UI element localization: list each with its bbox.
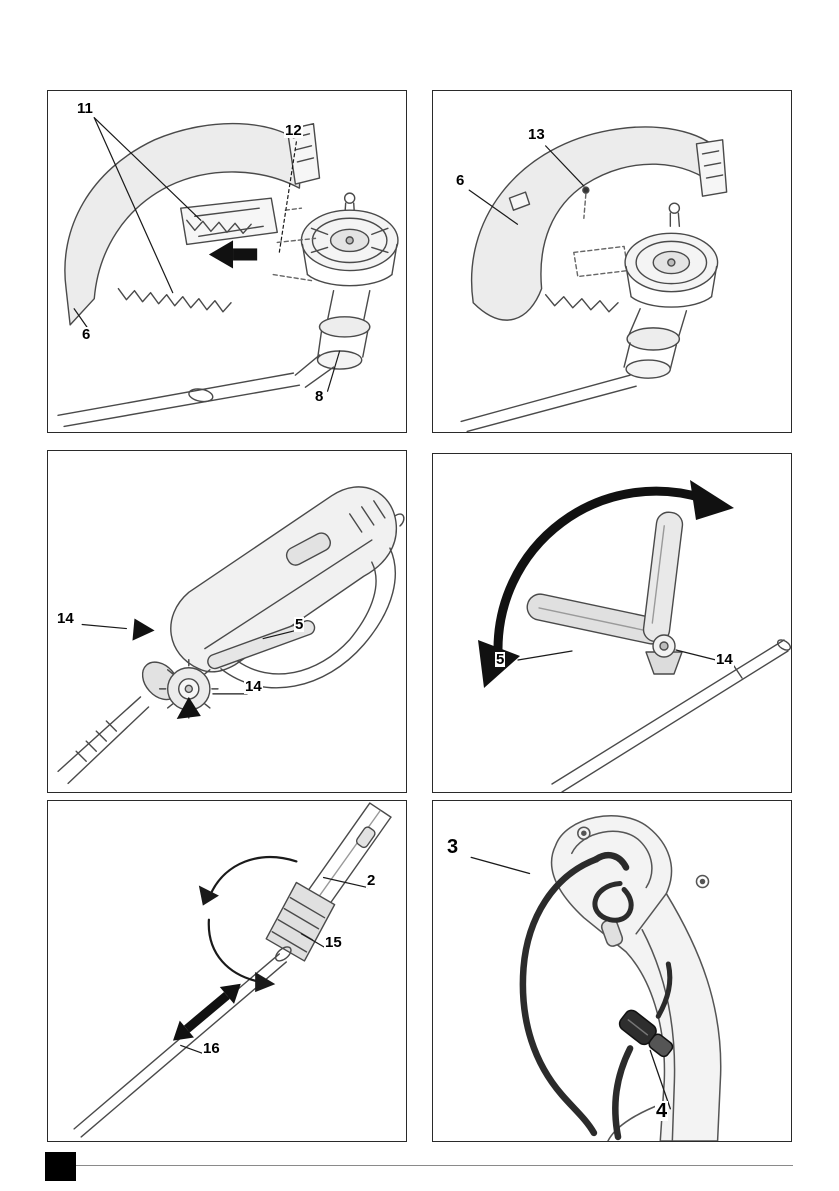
shaft-grip	[57, 696, 150, 785]
callout-16: 16	[202, 1040, 221, 1057]
boom-shaft	[551, 639, 791, 792]
lower-shaft	[73, 946, 292, 1138]
clamp-assembly	[141, 659, 219, 719]
callout-12: 12	[284, 122, 303, 139]
lock-collar	[265, 881, 336, 962]
leader-lines	[180, 876, 369, 1055]
panel-telescopic-shaft: 2 15 16	[47, 800, 407, 1142]
panel-handle-clamp: 14 5 14	[47, 450, 407, 793]
press-arrows	[132, 618, 201, 720]
power-cord	[519, 851, 673, 1141]
shaft-tube	[57, 372, 301, 428]
callout-4: 4	[655, 1100, 669, 1122]
plug	[618, 1009, 674, 1058]
leader-lines	[468, 145, 585, 225]
page-marker-square	[45, 1152, 76, 1181]
trimmer-head	[294, 192, 399, 388]
callout-14: 14	[715, 651, 734, 668]
twist-arrowheads	[198, 885, 276, 993]
assembly-direction-arrow	[208, 240, 258, 269]
guard-installed-illustration	[460, 126, 728, 432]
cord-plug-illustration	[470, 815, 722, 1141]
telescope-arrow	[172, 983, 241, 1041]
twist-arrows	[207, 856, 298, 984]
upper-shaft	[306, 802, 392, 907]
trimmer-head	[623, 202, 719, 379]
callout-5: 5	[495, 651, 506, 668]
screw	[582, 186, 590, 219]
panel-cord-plug: 3 4	[432, 800, 792, 1142]
callout-13: 13	[527, 126, 546, 143]
panel-handle-rotation: 5 14	[432, 453, 792, 793]
callout-2: 2	[366, 872, 377, 889]
callout-6: 6	[455, 172, 466, 189]
guard	[64, 122, 321, 326]
housing	[170, 486, 405, 673]
handle-upright-position	[642, 511, 684, 643]
telescopic-shaft-illustration	[73, 802, 392, 1138]
callout-5: 5	[294, 616, 305, 633]
callout-14: 14	[56, 610, 75, 627]
callout-6: 6	[81, 326, 92, 343]
leader-lines	[81, 623, 296, 695]
handle-body	[550, 815, 722, 1141]
callout-14: 14	[244, 678, 263, 695]
pivot-bracket	[645, 634, 683, 675]
guard-exploded-illustration	[57, 117, 399, 428]
callout-3: 3	[446, 836, 460, 858]
handle-clamp-illustration	[57, 486, 405, 785]
shaft-tube	[460, 374, 637, 432]
rotation-arrow	[478, 480, 734, 688]
callout-15: 15	[324, 934, 343, 951]
leader-lines	[73, 117, 341, 392]
guard	[471, 126, 728, 321]
leader-lines	[470, 856, 671, 1110]
panel-guard-exploded: 11 12 6 8	[47, 90, 407, 433]
callout-11: 11	[76, 100, 94, 117]
leader-lines	[517, 649, 717, 661]
callout-8: 8	[314, 388, 325, 405]
footer-rule	[76, 1165, 793, 1166]
alignment-dashes	[272, 207, 317, 282]
panel-guard-installed: 13 6	[432, 90, 792, 433]
handle-rotation-illustration	[478, 480, 791, 792]
